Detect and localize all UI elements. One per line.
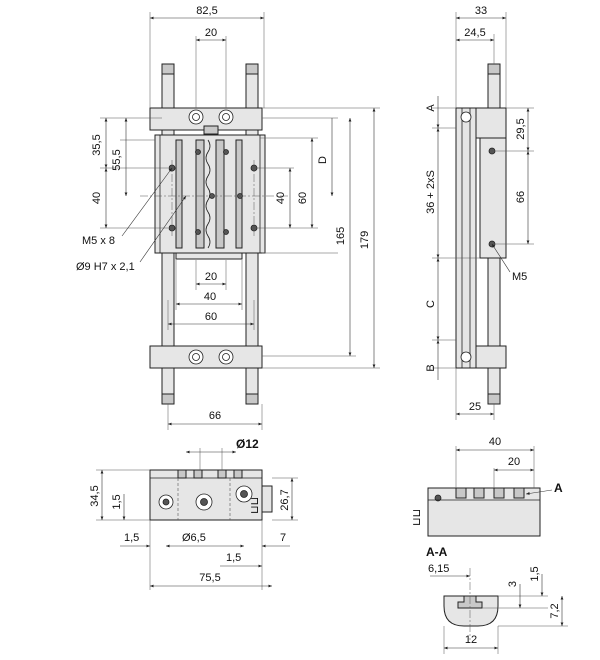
dim-40-mid: 40 — [204, 291, 216, 303]
svg-text:⊔⊔: ⊔⊔ — [411, 509, 423, 526]
dim-7: 7 — [280, 532, 286, 544]
dim-7-2: 7,2 — [549, 603, 561, 618]
dim-6-15: 6,15 — [428, 563, 449, 575]
dim-25: 25 — [469, 401, 481, 413]
side-profile — [455, 107, 477, 369]
dim-66-bottom: 66 — [209, 410, 221, 422]
dim-40-right: 40 — [275, 192, 287, 204]
side-view: 33 24,5 A 36 + 2xS C B 29,5 66 M5 25 — [425, 5, 534, 420]
dim-1-5-left: 1,5 — [111, 494, 123, 509]
dim-d12: Ø12 — [236, 437, 259, 451]
dim-29-5: 29,5 — [515, 118, 527, 139]
side-carriage — [479, 137, 507, 259]
dim-33: 33 — [475, 5, 487, 17]
dim-1-5-right: 1,5 — [226, 552, 241, 564]
segment-b: B — [425, 364, 437, 371]
dim-1-5-bottom: 1,5 — [124, 532, 139, 544]
dim-60-mid: 60 — [205, 311, 217, 323]
segment-c: C — [425, 300, 437, 308]
dim-66: 66 — [515, 191, 527, 203]
dim-26-7: 26,7 — [279, 489, 291, 510]
dim-detail-40: 40 — [489, 436, 501, 448]
callout-bore: Ø9 H7 x 2,1 — [76, 261, 135, 273]
dim-detail-20: 20 — [508, 456, 520, 468]
dim-top-spacing: 20 — [205, 27, 217, 39]
dim-1-5-section: 1,5 — [529, 566, 541, 581]
dim-section-12: 12 — [465, 634, 477, 646]
dim-60-right: 60 — [297, 192, 309, 204]
segment-stroke: 36 + 2xS — [425, 170, 437, 214]
dim-20-mid: 20 — [205, 271, 217, 283]
callout-m5x8: M5 x 8 — [82, 235, 115, 247]
dim-40-left: 40 — [91, 192, 103, 204]
dim-overall-width: 82,5 — [196, 5, 217, 17]
dim-55-5: 55,5 — [111, 149, 123, 170]
dim-d6-5: Ø6,5 — [182, 532, 206, 544]
dim-179: 179 — [359, 231, 371, 249]
dim-35-5: 35,5 — [91, 134, 103, 155]
svg-text:⊔⊔: ⊔⊔ — [249, 497, 261, 514]
section-title: A-A — [426, 545, 448, 559]
bottom-end-plate — [149, 345, 263, 369]
dim-d: D — [317, 156, 329, 164]
front-view: 82,5 20 35,5 55,5 40 40 60 D 165 — [76, 5, 380, 430]
dim-24-5: 24,5 — [464, 27, 485, 39]
callout-m5: M5 — [512, 271, 527, 283]
dim-3: 3 — [507, 581, 519, 587]
segment-a: A — [425, 104, 437, 112]
dim-165: 165 — [335, 227, 347, 245]
dim-75-5: 75,5 — [199, 572, 220, 584]
detail-view: ⊔⊔ 40 20 A A-A 6,15 3 1,5 7,2 12 — [411, 436, 568, 654]
dim-34-5: 34,5 — [89, 485, 101, 506]
bottom-view: ⊔⊔ Ø12 34,5 1,5 26,7 1,5 Ø6,5 7 1,5 75,5 — [89, 437, 298, 590]
marker-a: A — [554, 481, 563, 495]
